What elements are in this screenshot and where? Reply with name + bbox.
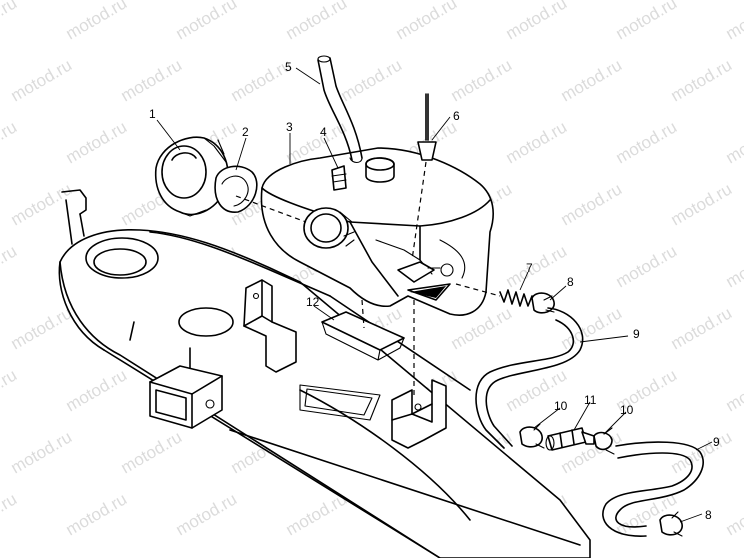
callout-1: 1 xyxy=(149,107,156,121)
watermark-text: motod.ru xyxy=(503,241,571,291)
watermark-text: motod.ru xyxy=(63,489,131,539)
watermark-text: motod.ru xyxy=(503,0,571,43)
watermark-text: motod.ru xyxy=(0,241,20,291)
callout-numbers: 1 2 3 4 5 6 7 8 8 9 9 10 10 11 12 xyxy=(149,60,720,522)
callout-3: 3 xyxy=(286,120,293,134)
watermark-text: motod.ru xyxy=(558,55,626,105)
callout-10-right: 10 xyxy=(620,403,634,417)
leader-lines xyxy=(156,67,713,523)
watermark-text: motod.ru xyxy=(393,0,461,43)
watermark-text: motod.ru xyxy=(613,0,681,43)
callout-8-upper: 8 xyxy=(567,275,574,289)
watermark-text: motod.ru xyxy=(118,427,186,477)
watermark-text: motod.ru xyxy=(0,117,20,167)
watermark-text: motod.ru xyxy=(613,117,681,167)
cap-gasket xyxy=(214,165,258,213)
callout-4: 4 xyxy=(320,125,327,139)
left-mount-bracket xyxy=(243,279,297,373)
watermark-text: motod.ru xyxy=(8,55,76,105)
callout-9-lower: 9 xyxy=(713,435,720,449)
watermark-text: motod.ru xyxy=(723,489,744,539)
watermark-text: motod.ru xyxy=(668,55,736,105)
callout-5: 5 xyxy=(285,60,292,74)
callout-7: 7 xyxy=(526,261,533,275)
watermark-text: motod.ru xyxy=(503,117,571,167)
watermark-text: motod.ru xyxy=(63,0,131,43)
watermark-text: motod.ru xyxy=(723,241,744,291)
callout-6: 6 xyxy=(453,109,460,123)
watermark-text: motod.ru xyxy=(668,179,736,229)
watermark-text: motod.ru xyxy=(338,55,406,105)
watermark-text: motod.ru xyxy=(723,0,744,43)
watermark-text: motod.ru xyxy=(63,365,131,415)
fuel-hose-lower xyxy=(602,441,704,537)
vent-fitting xyxy=(331,165,347,191)
watermark-text: motod.ru xyxy=(8,427,76,477)
callout-8-lower: 8 xyxy=(705,508,712,522)
watermark-text: motod.ru xyxy=(8,303,76,353)
callout-9-upper: 9 xyxy=(633,327,640,341)
watermark-text: motod.ru xyxy=(613,241,681,291)
watermark-text: motod.ru xyxy=(8,179,76,229)
watermark-text: motod.ru xyxy=(723,117,744,167)
watermark-text: motod.ru xyxy=(118,55,186,105)
frame-rail xyxy=(58,189,591,558)
watermark-text: motod.ru xyxy=(283,0,351,43)
watermark-text: motod.ru xyxy=(448,55,516,105)
watermark-text: motod.ru xyxy=(173,489,241,539)
watermark-text: motod.ru xyxy=(558,179,626,229)
vent-tube xyxy=(317,55,363,164)
fuel-hose-upper xyxy=(475,307,584,449)
fuel-filter xyxy=(545,427,595,451)
hose-clamp-lower xyxy=(659,511,683,537)
watermark-text: motod.ru xyxy=(0,489,20,539)
watermark-text: motod.ru xyxy=(723,365,744,415)
hose-clamp-upper xyxy=(531,292,555,314)
spring xyxy=(499,289,533,307)
hose-clamp-right xyxy=(593,427,615,455)
watermark-text: motod.ru xyxy=(0,0,20,43)
right-mount-bracket xyxy=(391,379,447,449)
hitch-receiver xyxy=(149,365,223,429)
hose-clamp-left xyxy=(519,423,545,449)
assembly-lines xyxy=(235,161,501,398)
watermark-text: motod.ru xyxy=(0,365,20,415)
watermark-text: motod.ru xyxy=(63,117,131,167)
callout-10-left: 10 xyxy=(554,399,568,413)
fuel-tank xyxy=(260,147,494,316)
callout-12: 12 xyxy=(306,295,320,309)
isolator-pad xyxy=(321,311,405,361)
watermark-text: motod.ru xyxy=(173,0,241,43)
callout-11: 11 xyxy=(584,393,597,407)
fuel-gauge-rod xyxy=(417,93,437,161)
callout-2: 2 xyxy=(242,125,249,139)
watermark-text: motod.ru xyxy=(668,303,736,353)
